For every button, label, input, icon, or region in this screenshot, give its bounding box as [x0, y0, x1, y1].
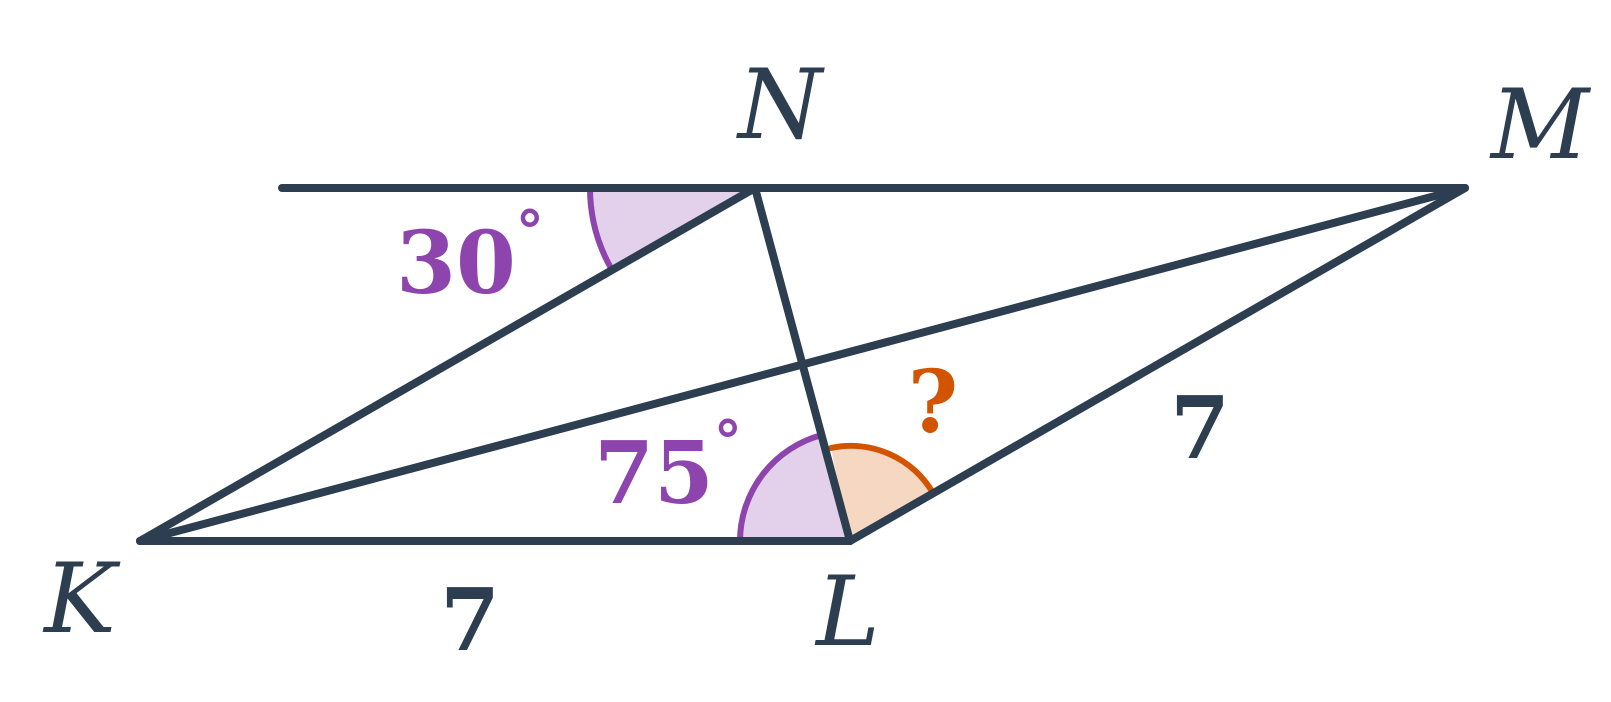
- vertex-label-L: L: [814, 556, 880, 668]
- vertex-label-N: N: [736, 49, 825, 161]
- segment-L-M: [846, 184, 1469, 545]
- angle-75-unit: °: [714, 409, 742, 475]
- angle-label-unknown: ?: [908, 352, 958, 453]
- vertex-label-K: K: [42, 543, 121, 655]
- side-label-LM: 7: [1170, 378, 1230, 479]
- angle-label-30: 30°: [396, 199, 544, 314]
- segment-K-M: [136, 184, 1469, 545]
- angle-75-value: 75: [594, 423, 714, 524]
- segment-K-N: [136, 184, 759, 545]
- angle-30-unit: °: [516, 199, 544, 265]
- angle-30-arc: [587, 185, 615, 273]
- angle-unknown-sector: [831, 445, 933, 541]
- vertex-label-M: M: [1489, 69, 1592, 181]
- angle-75-arc: [737, 432, 825, 544]
- side-label-KL: 7: [440, 570, 500, 671]
- angle-unknown-arc: [828, 442, 936, 496]
- angle-label-75: 75°: [594, 409, 742, 524]
- angle-30-value: 30: [396, 213, 516, 314]
- angle-75-sector: [740, 435, 850, 541]
